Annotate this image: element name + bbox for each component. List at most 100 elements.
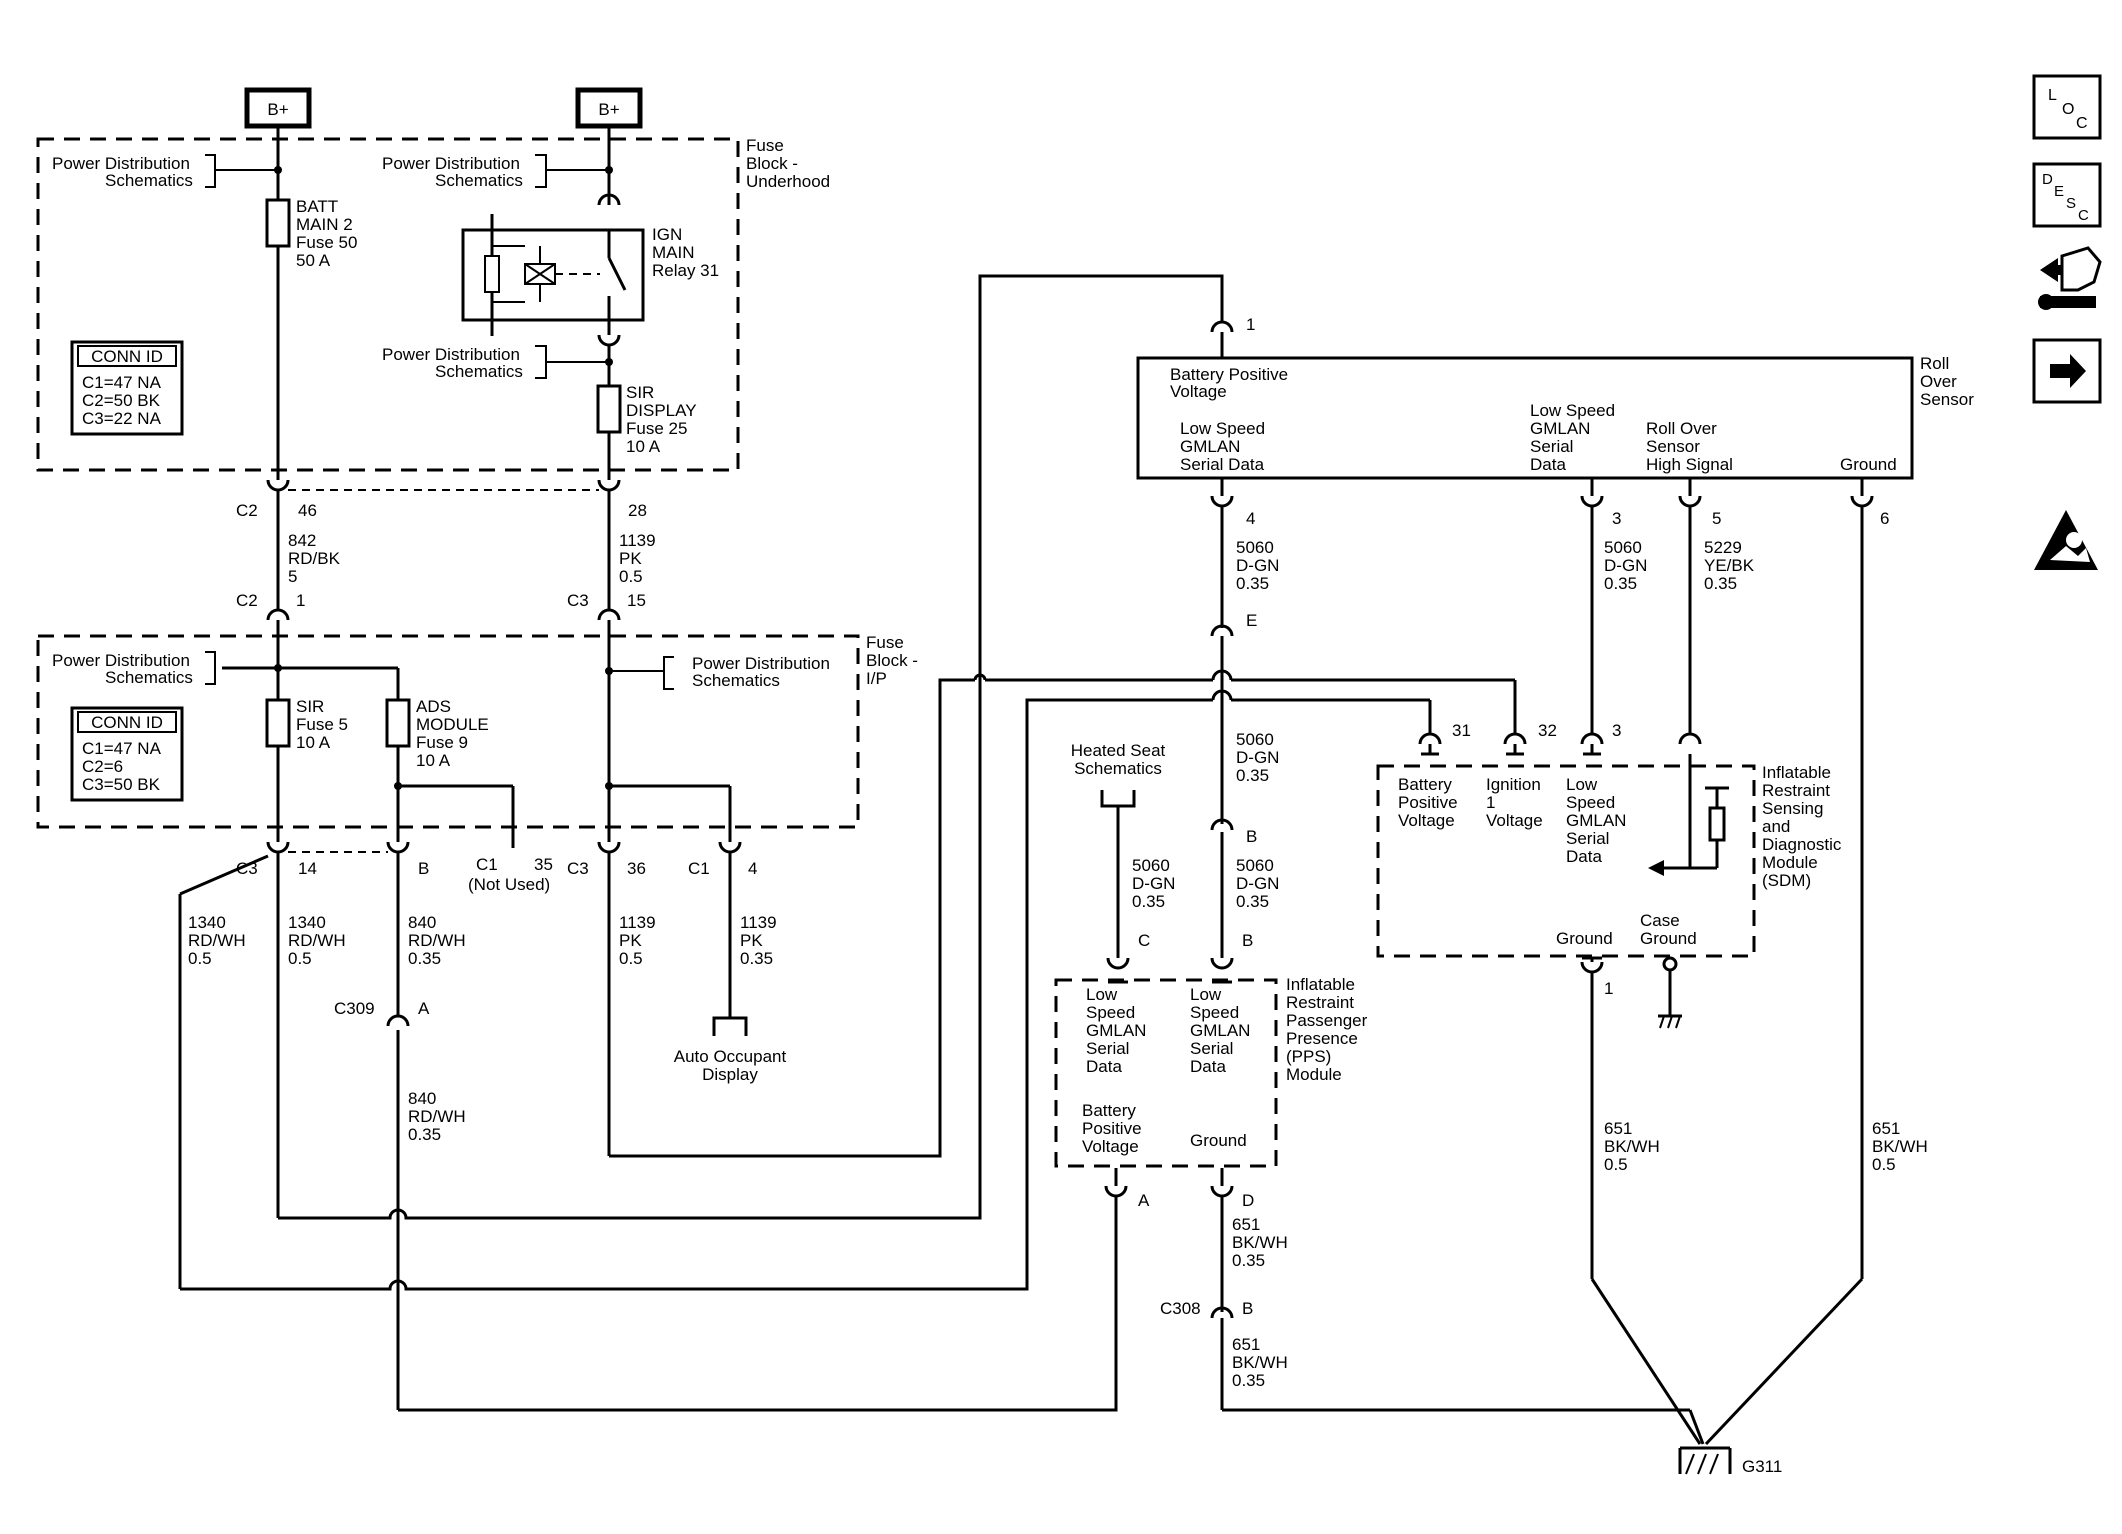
ros-lsg1-3: Serial Data: [1180, 455, 1265, 474]
sdm-bpv-1: Battery: [1398, 775, 1452, 794]
pps-lsg2-3: GMLAN: [1190, 1021, 1250, 1040]
roll-over-sensor: Roll Over Sensor Battery Positive Voltag…: [1136, 354, 1974, 480]
w1139-top-line-1: 1139: [619, 531, 656, 550]
ros-lsg2-3: Serial: [1530, 437, 1573, 456]
auto-occupant-line-2: Display: [702, 1065, 758, 1084]
ros-pin-6: 6: [1880, 509, 1889, 528]
loc-letter-o: O: [2062, 101, 2074, 118]
w5060c-line-3: 0.35: [1236, 892, 1269, 911]
sdm-title-6: Module: [1762, 853, 1818, 872]
pds-label-3: Power Distribution Schematics: [382, 345, 609, 381]
pps-title-2: Restraint: [1286, 993, 1354, 1012]
pps-pin-d: D: [1242, 1191, 1254, 1210]
ign-main-relay: [461, 214, 645, 336]
pds-2-line-1: Power Distribution: [382, 154, 520, 173]
sir-fuse-line-3: 10 A: [296, 733, 331, 752]
ros-pin-1: 1: [1246, 315, 1255, 334]
next-arrow-icon[interactable]: [2032, 338, 2102, 404]
ros-lsg2-2: GMLAN: [1530, 419, 1590, 438]
sdm-ign-1: Ignition: [1486, 775, 1541, 794]
pps-lsg1-5: Data: [1086, 1057, 1122, 1076]
connector-tool-icon[interactable]: [2038, 246, 2102, 310]
c2-28-pin: 28: [628, 501, 647, 520]
sdm-resistor-icon: [1708, 806, 1726, 842]
w5060e-line-3: 0.35: [1132, 892, 1165, 911]
pps-lsg1-4: Serial: [1086, 1039, 1129, 1058]
w1139-top-line-3: 0.5: [619, 567, 643, 586]
pps-lsg1-1: Low: [1086, 985, 1118, 1004]
pds-label-2: Power Distribution Schematics: [382, 154, 609, 190]
loc-button[interactable]: L O C: [2032, 74, 2102, 140]
sir-fuse-line-2: Fuse 5: [296, 715, 348, 734]
pds-label-1: Power Distribution Schematics: [52, 154, 278, 190]
ros-bpv-2: Voltage: [1170, 382, 1227, 401]
w651a-line-3: 0.35: [1232, 1251, 1265, 1270]
batt-fuse-line-1: BATT: [296, 197, 338, 216]
sdm-case-ground-2: Ground: [1640, 929, 1697, 948]
w840a-line-1: 840: [408, 913, 436, 932]
w1340b-line-3: 0.5: [288, 949, 312, 968]
splice-e-label: E: [1246, 611, 1257, 630]
w1139b-line-2: PK: [619, 931, 642, 950]
pds-2-line-2: Schematics: [435, 171, 523, 190]
ros-pin-3: 3: [1612, 509, 1621, 528]
pds-label-4: Power Distribution Schematics: [52, 651, 216, 687]
ros-lsg2-1: Low Speed: [1530, 401, 1615, 420]
w840b-line-3: 0.35: [408, 1125, 441, 1144]
c2-1-label: C2: [236, 591, 258, 610]
relay-resistor-icon: [484, 255, 500, 293]
sdm-title-7: (SDM): [1762, 871, 1811, 890]
w651a-line-1: 651: [1232, 1215, 1260, 1234]
desc-button[interactable]: D E S C: [2032, 162, 2102, 228]
desc-letter-e: E: [2054, 183, 2064, 200]
sir-fuse-line-1: SIR: [296, 697, 324, 716]
w1139c-line-1: 1139: [740, 913, 777, 932]
ros-title-3: Sensor: [1920, 390, 1974, 409]
ros-ground: Ground: [1840, 455, 1897, 474]
ros-pin-5: 5: [1712, 509, 1721, 528]
w5060a-line-1: 5060: [1236, 538, 1274, 557]
sdm-ign-2: 1: [1486, 793, 1495, 812]
case-ground-icon: [1658, 1014, 1682, 1029]
c3-15-label: C3: [567, 591, 589, 610]
sdm-lsg-2: Speed: [1566, 793, 1615, 812]
pds-3-line-1: Power Distribution: [382, 345, 520, 364]
sdm-ign-3: Voltage: [1486, 811, 1543, 830]
supply-b2: B+: [575, 87, 643, 129]
sdm-lsg-5: Data: [1566, 847, 1602, 866]
pps-bpv-3: Voltage: [1082, 1137, 1139, 1156]
pds-5-line-1: Power Distribution: [692, 654, 830, 673]
c309-label: C309: [334, 999, 375, 1018]
batt-fuse-line-2: MAIN 2: [296, 215, 353, 234]
sdm-title-3: Sensing: [1762, 799, 1823, 818]
pps-lsg2-5: Data: [1190, 1057, 1226, 1076]
c3-14-pin: 14: [298, 859, 317, 878]
pds-4-line-1: Power Distribution: [52, 651, 190, 670]
loc-letter-c: C: [2076, 115, 2088, 132]
conn-id-2-row-3: C3=50 BK: [82, 775, 161, 794]
sir-display-line-1: SIR: [626, 383, 654, 402]
conn-id-1-row-3: C3=22 NA: [82, 409, 162, 428]
auto-occupant-terminal: [712, 1016, 748, 1036]
w840a-line-2: RD/WH: [408, 931, 466, 950]
w1139-top-line-2: PK: [619, 549, 642, 568]
ads-module-fuse-icon: [385, 698, 411, 748]
desc-letter-s: S: [2066, 195, 2076, 212]
desc-letter-c: C: [2078, 207, 2089, 224]
pps-lsg2-1: Low: [1190, 985, 1222, 1004]
ads-fuse-line-4: 10 A: [416, 751, 451, 770]
c3-15-pin: 15: [627, 591, 646, 610]
pps-title-1: Inflatable: [1286, 975, 1355, 994]
c3-36-pin: 36: [627, 859, 646, 878]
sdm-title-2: Restraint: [1762, 781, 1830, 800]
fuse-block-ip: Fuse Block - I/P: [36, 633, 918, 829]
ros-lsg2-4: Data: [1530, 455, 1566, 474]
pds-label-5: Power Distribution Schematics: [663, 654, 830, 690]
pps-title-3: Passenger: [1286, 1011, 1368, 1030]
pds-5-line-2: Schematics: [692, 671, 780, 690]
sir-display-line-3: Fuse 25: [626, 419, 687, 438]
batt-main-fuse-icon: [265, 198, 291, 248]
ros-signal-1: Roll Over: [1646, 419, 1717, 438]
w840a-line-3: 0.35: [408, 949, 441, 968]
desc-letter-d: D: [2042, 171, 2053, 188]
